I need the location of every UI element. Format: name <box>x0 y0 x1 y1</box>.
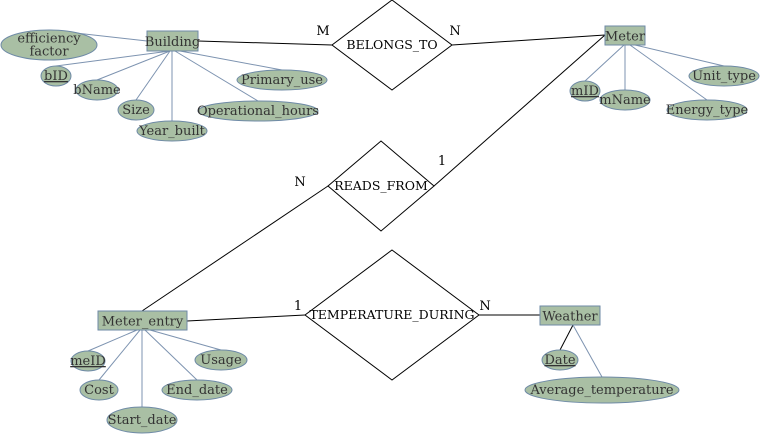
relationship-label-belongs_to: BELONGS_TO <box>346 37 437 52</box>
attribute-label-start_date: Start_date <box>108 413 177 428</box>
relationship-label-reads_from: READS_FROM <box>334 178 428 193</box>
connector-building-belongs-to <box>197 40 333 46</box>
connector-attr-bname <box>96 50 171 81</box>
attribute-label-average_temperature: Average_temperature <box>529 383 673 398</box>
cardinality-reads_from_meter: 1 <box>438 154 446 169</box>
attribute-label-operational_hours: Operational_hours <box>197 104 319 119</box>
attribute-meid[interactable] <box>70 350 106 372</box>
attribute-date[interactable] <box>541 349 579 371</box>
relationship-reads_from[interactable] <box>327 140 435 232</box>
attribute-label-efficiency: efficiency <box>17 32 81 47</box>
entity-weather[interactable] <box>539 305 601 326</box>
attribute-operational_hours[interactable] <box>197 100 319 122</box>
attribute-label-mname: mName <box>599 93 651 108</box>
entity-label-meter_entry: Meter_entry <box>102 315 184 330</box>
attribute-label-year_built: Year_built <box>138 124 206 139</box>
attribute-usage[interactable] <box>194 349 248 371</box>
attribute-label-primary_use: Primary_use <box>241 73 323 88</box>
connector-attr-unit_type <box>634 44 725 67</box>
cardinality-temp_weather: N <box>479 299 490 314</box>
connector-attr-date <box>559 324 574 351</box>
attribute-label-efficiency: factor <box>29 45 69 60</box>
attribute-end_date[interactable] <box>161 379 233 401</box>
connector-reads-from-meter-entry <box>141 185 329 312</box>
attribute-average_temperature[interactable] <box>524 376 680 404</box>
attribute-cost[interactable] <box>79 379 119 401</box>
attribute-label-end_date: End_date <box>166 383 228 398</box>
connector-attr-cost <box>98 329 141 381</box>
relationship-belongs_to[interactable] <box>331 0 453 91</box>
attribute-bid[interactable] <box>40 65 72 87</box>
entity-building[interactable] <box>146 30 199 52</box>
attribute-unit_type[interactable] <box>688 65 760 87</box>
attribute-bname[interactable] <box>75 79 119 101</box>
attribute-label-size: Size <box>122 103 150 118</box>
connector-meter-reads-from <box>433 34 606 187</box>
attribute-label-bid: bID <box>44 69 68 84</box>
attribute-label-date: Date <box>544 353 575 368</box>
cardinality-belongs_to_building: M <box>316 24 329 39</box>
connector-attr-size <box>135 50 171 101</box>
connector-attr-average_temperature <box>572 324 603 378</box>
attribute-label-mid: mID <box>571 84 599 99</box>
connector-attr-primary_use <box>179 50 283 71</box>
attribute-label-cost: Cost <box>84 383 114 398</box>
entity-label-meter: Meter <box>605 30 646 45</box>
relationship-temperature_during[interactable] <box>304 249 480 381</box>
attribute-label-energy_type: Energy_type <box>666 103 749 118</box>
attribute-label-unit_type: Unit_type <box>692 69 756 84</box>
entity-label-building: Building <box>145 35 200 50</box>
attribute-primary_use[interactable] <box>236 69 328 91</box>
entity-meter[interactable] <box>604 25 646 46</box>
attribute-mname[interactable] <box>599 89 651 111</box>
connector-attr-meid <box>87 329 138 352</box>
connector-attr-bid <box>55 50 171 67</box>
attribute-size[interactable] <box>117 99 155 121</box>
connector-belongs-to-meter <box>451 34 606 46</box>
connector-attr-usage <box>149 329 222 351</box>
attribute-energy_type[interactable] <box>666 99 748 121</box>
connector-attr-operational_hours <box>174 50 259 102</box>
attribute-mid[interactable] <box>569 80 601 102</box>
entity-meter_entry[interactable] <box>97 310 188 331</box>
attribute-start_date[interactable] <box>106 406 178 434</box>
relationship-label-temperature_during: TEMPERATURE_DURING <box>309 307 474 322</box>
connector-attr-mid <box>584 44 625 82</box>
connector-meter-entry-temperature-during <box>186 314 306 322</box>
cardinality-temp_entry: 1 <box>294 299 302 314</box>
connector-attr-end_date <box>144 329 198 381</box>
cardinality-belongs_to_meter: N <box>449 24 460 39</box>
attribute-label-meid: meID <box>70 354 106 369</box>
attribute-label-bname: bName <box>73 83 121 98</box>
connector-attr-energy_type <box>629 44 708 101</box>
attribute-efficiency[interactable] <box>0 29 98 61</box>
attribute-year_built[interactable] <box>136 120 208 142</box>
cardinality-reads_from_entry: N <box>294 175 305 190</box>
attribute-label-usage: Usage <box>200 353 242 368</box>
entity-label-weather: Weather <box>542 310 598 325</box>
